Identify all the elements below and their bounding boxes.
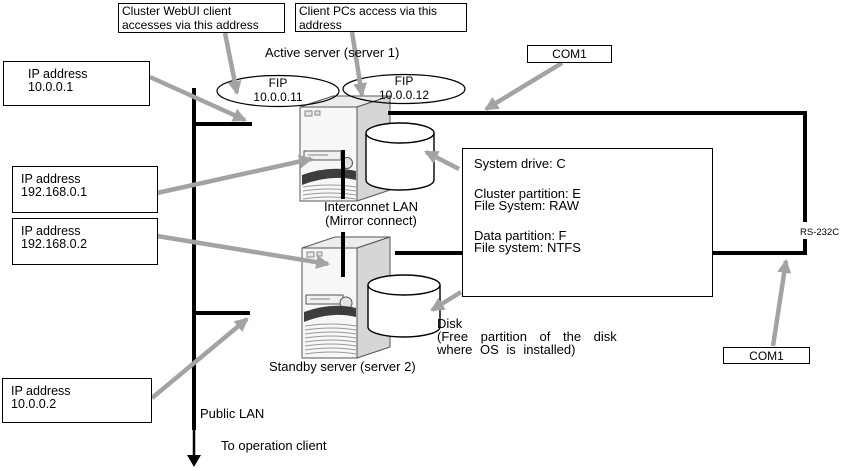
to-client-arrow [187, 430, 201, 467]
callout-webui-client: Cluster WebUI client accesses via this a… [118, 3, 285, 33]
ip-box-3-line2: 192.168.0.2 [21, 237, 88, 251]
arrow-ip1-to-lan [149, 74, 247, 123]
public-lan-label: Public LAN [200, 406, 265, 421]
ip-box-10-0-0-1: IP address 10.0.0.1 [3, 61, 150, 106]
ip-box-4-line2: 10.0.0.2 [11, 397, 57, 411]
data-partition-line: Data partition: F [474, 227, 567, 243]
fip2-label: FIP 10.0.0.12 [343, 74, 465, 102]
fip1-ellipse [216, 74, 340, 108]
interconnect-label-line1: Interconnet LAN [324, 199, 418, 214]
arrow-ip3-to-server2 [156, 233, 331, 269]
mirror-disk-2-icon [367, 274, 441, 338]
fip2-title: FIP [394, 74, 414, 88]
callout-webui-line2: accesses via this address [122, 17, 259, 32]
ip-box-192-168-0-2: IP address 192.168.0.2 [12, 218, 158, 265]
arrow-webui-to-fip1 [222, 32, 242, 96]
ip-box-3-line1: IP address [21, 224, 81, 238]
cluster-fs-line: File System: RAW [474, 198, 579, 213]
cluster-partition-line: Cluster partition: E [474, 185, 581, 201]
fip1-address: 10.0.0.11 [253, 89, 303, 104]
arrow-ip2-to-server1 [156, 154, 314, 196]
ip-box-192-168-0-1: IP address 192.168.0.1 [12, 166, 158, 213]
callout-client-pcs-line2: address [299, 17, 342, 32]
fip1-title: FIP [268, 76, 288, 90]
interconnect-label: Interconnet LAN (Mirror connect) [300, 200, 442, 227]
active-server-label: Active server (server 1) [265, 45, 400, 60]
disk-label-line1: Disk [437, 316, 463, 331]
disk-label: Disk (Free partition of the disk where O… [437, 317, 617, 356]
arrow-ip4-to-lan [150, 317, 249, 400]
callout-webui-line1: Cluster WebUI client [122, 4, 232, 18]
fip2-ellipse [342, 73, 466, 105]
fip2-address: 10.0.0.12 [378, 87, 430, 102]
disk-label-line2: (Free partition of the disk [437, 329, 617, 344]
callout-client-pcs-line1: Client PCs access via this [299, 4, 438, 18]
fip1-label: FIP 10.0.0.11 [217, 76, 339, 104]
arrow-clientpcs-to-fip2 [349, 31, 368, 98]
system-drive-line: System drive: C [474, 156, 566, 171]
system-drive-box: System drive: C Cluster partition: E Fil… [462, 148, 713, 297]
callout-client-pcs: Client PCs access via this address [295, 3, 467, 32]
disk-label-line3: where OS is installed) [437, 342, 576, 357]
ip-box-1-line1: IP address [28, 67, 88, 81]
arrow-com1bottom-to-line [770, 258, 792, 347]
ip-box-4-line1: IP address [11, 384, 71, 398]
ip-box-10-0-0-2: IP address 10.0.0.2 [2, 378, 152, 423]
ip-box-2-line2: 192.168.0.1 [21, 185, 88, 199]
arrow-sysbox-to-disk1 [424, 149, 461, 172]
to-operation-client-label: To operation client [221, 438, 327, 453]
ip-box-1-line2: 10.0.0.1 [28, 80, 74, 94]
data-fs-line: File system: NTFS [474, 240, 581, 255]
arrow-com1top-to-line [484, 61, 564, 111]
mirror-disk-1-icon [365, 122, 435, 191]
com1-top-box: COM1 [527, 45, 612, 63]
standby-server-label: Standby server (server 2) [269, 359, 416, 374]
ip-box-2-line1: IP address [21, 172, 81, 186]
arrow-sysbox-to-disk2 [430, 290, 463, 312]
interconnect-label-line2: (Mirror connect) [325, 212, 417, 228]
rs232c-label: RS-232C [799, 227, 841, 238]
com1-bottom-box: COM1 [723, 347, 810, 364]
